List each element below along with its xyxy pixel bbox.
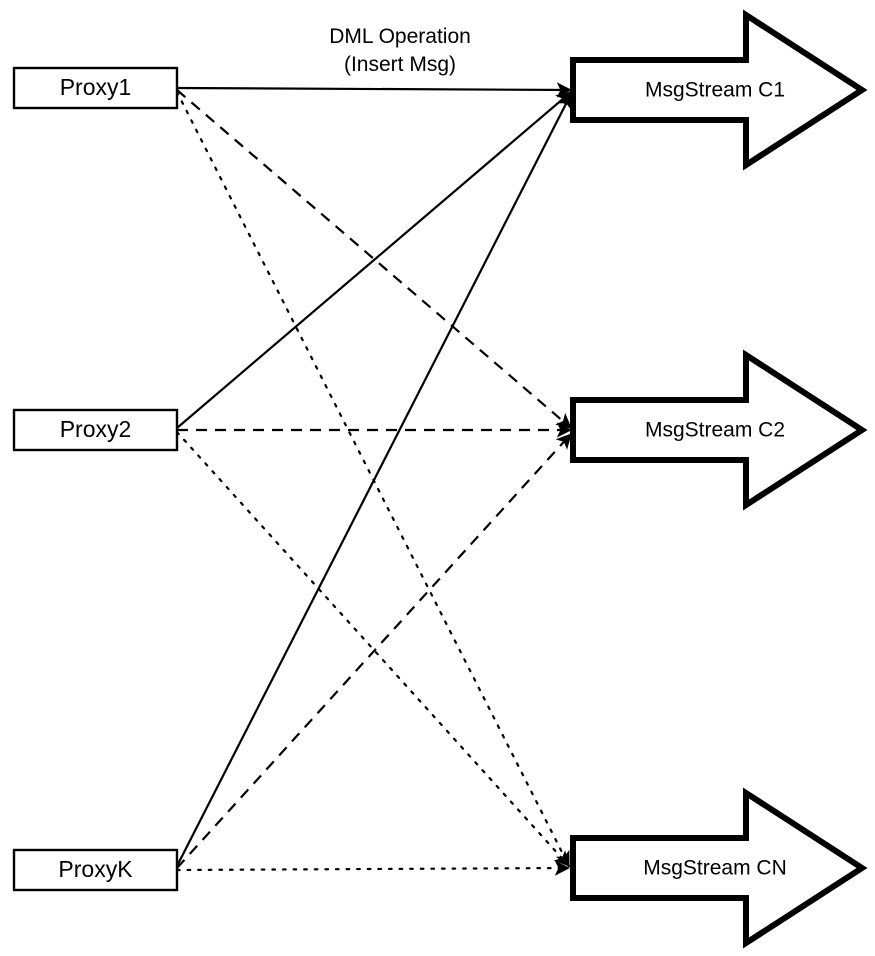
edge-caption: DML Operation (Insert Msg) [329, 25, 471, 76]
msgstream-arrow-shape-c1 [570, 9, 868, 171]
msgstream-node-c2[interactable]: MsgStream C2 [570, 349, 868, 511]
proxy-label-proxyK: ProxyK [58, 856, 133, 882]
msgstream-arrow-shape-cn [570, 787, 868, 949]
link-proxy1-to-cn [175, 90, 571, 868]
msgstream-label-cn: MsgStream CN [643, 857, 787, 880]
edge-caption-line-1: DML Operation [329, 25, 471, 48]
msgstream-node-cn[interactable]: MsgStream CN [570, 787, 868, 949]
proxy-box-proxy1 [12, 66, 179, 110]
proxy-box-proxy2 [12, 408, 179, 452]
proxy-node-proxyK[interactable]: ProxyK [12, 848, 179, 892]
proxy-node-proxy2[interactable]: Proxy2 [12, 408, 179, 452]
link-proxyK-to-c1 [176, 93, 572, 867]
link-proxy2-to-cn [175, 430, 571, 868]
proxy-node-proxy1[interactable]: Proxy1 [12, 66, 179, 110]
edge-caption-line-2: (Insert Msg) [344, 53, 456, 76]
link-proxy1-to-c1 [176, 82, 573, 98]
streams-layer: MsgStream C1 MsgStream C2 MsgStream CN [570, 9, 868, 949]
link-proxyK-to-cn [175, 860, 571, 876]
proxy-label-proxy1: Proxy1 [60, 74, 132, 100]
proxy-box-proxyK [12, 848, 179, 892]
msgstream-label-c1: MsgStream C1 [645, 79, 785, 102]
msgstream-node-c1[interactable]: MsgStream C1 [570, 9, 868, 171]
links-layer [175, 82, 573, 876]
link-proxy2-to-c1 [176, 91, 572, 429]
link-proxy1-to-c2 [176, 89, 572, 429]
proxy-label-proxy2: Proxy2 [60, 416, 132, 442]
msgstream-arrow-shape-c2 [570, 349, 868, 511]
msgstream-label-c2: MsgStream C2 [645, 419, 785, 442]
link-proxyK-to-c2 [176, 433, 572, 869]
